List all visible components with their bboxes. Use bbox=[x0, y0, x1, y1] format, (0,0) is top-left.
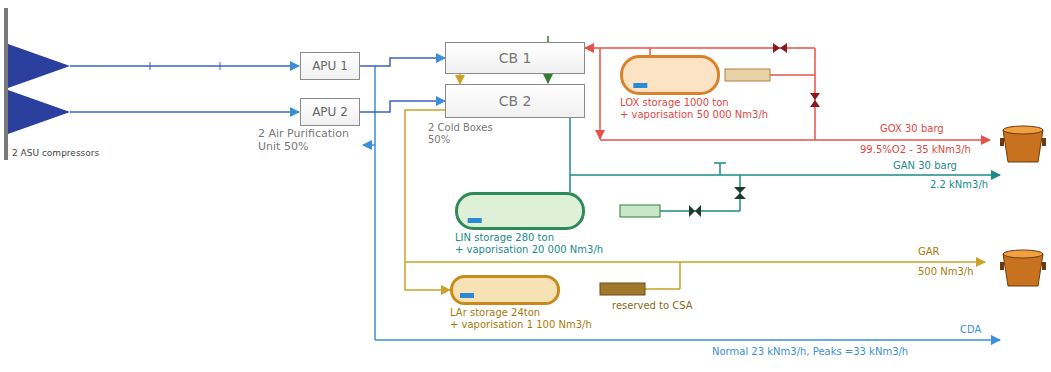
compressors bbox=[4, 8, 299, 160]
cda-line bbox=[363, 66, 1000, 340]
lin-vaporiser bbox=[620, 187, 746, 217]
process-box: APU 2 bbox=[300, 98, 360, 126]
tank-label: + vaporisation 50 000 Nm3/h bbox=[620, 109, 774, 121]
tank-outline bbox=[620, 55, 720, 95]
tank-outline bbox=[455, 192, 585, 230]
flow-label: reserved to CSA bbox=[612, 300, 693, 312]
flow-pipe bbox=[360, 58, 445, 66]
storage-tank: LAr storage 24ton+ vaporisation 1 100 Nm… bbox=[450, 275, 604, 331]
flow-pipe bbox=[459, 74, 461, 84]
lox-vaporiser bbox=[725, 43, 820, 107]
tank-shell bbox=[622, 57, 719, 94]
tank-shell bbox=[457, 194, 584, 229]
flow-label: Normal 23 kNm3/h, Peaks =33 kNm3/h bbox=[712, 346, 908, 358]
flow-label: 2.2 kNm3/h bbox=[930, 179, 988, 191]
tank-label: + vaporisation 1 100 Nm3/h bbox=[450, 319, 604, 331]
flow-label: 99.5%O2 - 35 kNm3/h bbox=[860, 144, 971, 156]
flow-label: 2 Air Purification Unit 50% bbox=[258, 128, 370, 153]
liquid-level bbox=[460, 293, 474, 298]
liquid-level bbox=[633, 83, 647, 88]
box-label: CB 2 bbox=[499, 93, 532, 110]
tank-label: LIN storage 280 ton bbox=[455, 232, 619, 244]
flow-label: 2 Cold Boxes 50% bbox=[428, 122, 508, 145]
tank-label: + vaporisation 20 000 Nm3/h bbox=[455, 244, 619, 256]
liquid-level bbox=[468, 218, 482, 223]
tank-label: LOX storage 1000 ton bbox=[620, 97, 774, 109]
flow-label: 500 Nm3/h bbox=[918, 266, 974, 278]
process-box: CB 2 bbox=[445, 84, 585, 118]
flow-label: GAR bbox=[918, 246, 940, 258]
storage-tank: LIN storage 280 ton+ vaporisation 20 000… bbox=[455, 192, 619, 256]
flow-label: CDA bbox=[960, 324, 981, 336]
flow-label: GOX 30 barg bbox=[880, 123, 944, 135]
tank-label: LAr storage 24ton bbox=[450, 307, 604, 319]
ladle bbox=[1000, 126, 1046, 162]
lar-vaporiser bbox=[600, 283, 645, 295]
gox-line bbox=[600, 48, 990, 140]
flow-pipe bbox=[585, 48, 650, 55]
flow-label: 2 ASU compressors bbox=[12, 148, 99, 158]
tank-outline bbox=[450, 275, 560, 305]
box-label: APU 2 bbox=[312, 105, 348, 119]
tank-shell bbox=[452, 277, 559, 304]
flow-pipe bbox=[569, 118, 571, 192]
box-label: CB 1 bbox=[499, 50, 532, 67]
process-box: CB 1 bbox=[445, 42, 585, 74]
ladle bbox=[1000, 250, 1046, 286]
process-box: APU 1 bbox=[300, 52, 360, 80]
flow-label: GAN 30 barg bbox=[893, 160, 957, 172]
storage-tank: LOX storage 1000 ton+ vaporisation 50 00… bbox=[620, 55, 774, 121]
box-label: APU 1 bbox=[312, 59, 348, 73]
